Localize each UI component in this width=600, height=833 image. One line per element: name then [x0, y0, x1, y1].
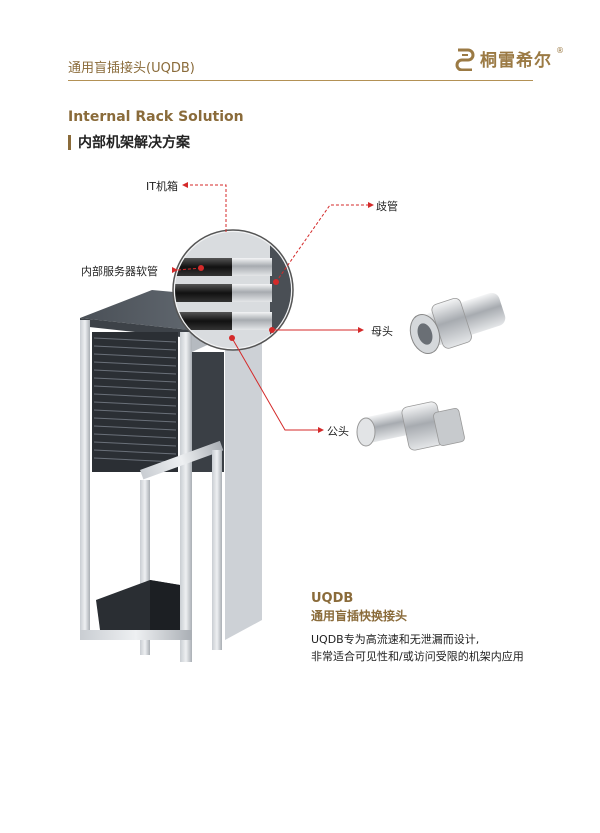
male-coupling-image — [356, 401, 465, 451]
product-title: UQDB — [311, 591, 354, 606]
zoom-detail — [172, 229, 294, 351]
callout-server-hose: 内部服务器软管 — [81, 265, 158, 278]
female-coupling-image — [409, 292, 506, 355]
section-title-zh-wrap: 内部机架解决方案 — [68, 132, 190, 152]
product-description: UQDB专为高流速和无泄漏而设计, 非常适合可见性和/或访问受限的机架内应用 — [311, 631, 551, 665]
header-divider — [68, 80, 533, 81]
brand-registered-mark: ® — [556, 46, 564, 55]
callout-female: 母头 — [371, 325, 393, 338]
brand-mark-icon — [455, 48, 475, 71]
callout-male: 公头 — [327, 425, 349, 438]
section-title-zh: 内部机架解决方案 — [78, 135, 190, 151]
section-accent-bar — [68, 134, 71, 150]
product-description-line-2: 非常适合可见性和/或访问受限的机架内应用 — [311, 650, 524, 663]
callout-it-box: IT机箱 — [146, 180, 178, 193]
product-subtitle: 通用盲插快换接头 — [311, 609, 408, 623]
brand-logo: 桐雷希尔 ® — [454, 46, 564, 71]
product-description-line-1: UQDB专为高流速和无泄漏而设计, — [311, 633, 480, 646]
header-title: 通用盲插接头(UQDB) — [68, 61, 195, 76]
section-title-en: Internal Rack Solution — [68, 109, 244, 125]
callout-manifold: 歧管 — [376, 200, 398, 213]
brand-name: 桐雷希尔 — [480, 51, 552, 71]
